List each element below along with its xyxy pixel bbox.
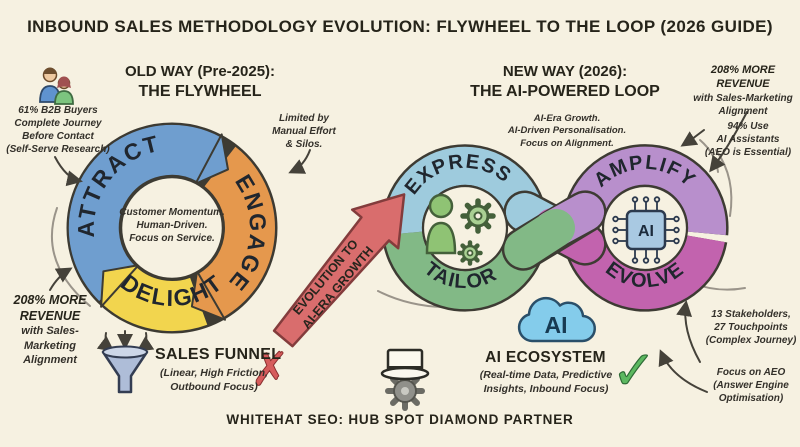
footer-text: WHITEHAT SEO: HUB SPOT DIAMOND PARTNER [226,412,574,427]
segment-evolve [566,234,725,310]
funnel-icon [101,345,149,394]
attract-chevron-icon [194,133,229,185]
engage-chevron-icon [190,270,226,321]
note-focus-aeo: Focus on AEO (Answer Engine Optimisation… [713,367,789,404]
ai-cloud-icon: AI [517,296,596,343]
flywheel-center-text: Customer Momentum. Human-Driven. Focus o… [119,207,225,244]
flywheel [66,122,278,334]
stat-revenue-left: 208% MORE REVENUE with Sales- Marketing … [13,293,87,366]
check-icon: ✓ [611,341,656,401]
ai-cloud-label: AI [545,312,568,338]
note-limited-by: Limited by Manual Effort & Silos. [272,113,336,150]
old-way-heading-line2: THE FLYWHEEL [138,82,262,100]
old-way-heading-line1: OLD WAY (Pre-2025): [124,63,276,80]
ai-loop [381,144,729,312]
cross-icon: ✗ [251,343,290,395]
segment-engage [197,146,275,318]
page-title: INBOUND SALES METHODOLOGY EVOLUTION: FLY… [27,17,773,36]
segment-tailor [384,230,542,310]
stat-stakeholders: 13 Stakeholders, 27 Touchpoints (Complex… [705,309,797,346]
tophat-gear-icon [380,348,430,411]
ai-ecosystem-label: AI ECOSYSTEM [485,349,606,366]
stat-b2b-buyers: 61% B2B Buyers Complete Journey Before C… [6,105,110,155]
segment-express [383,146,544,236]
delight-chevron-icon [100,264,140,308]
sales-funnel-sub: (Linear, High Friction, Outbound Focus) [160,367,268,393]
new-way-heading: NEW WAY (2026): THE AI-POWERED LOOP [445,63,685,102]
note-ai-era: AI-Era Growth. AI-Driven Personalisation… [507,113,627,149]
old-way-heading: OLD WAY (Pre-2025): THE FLYWHEEL [95,63,305,102]
stat-revenue-right: 208% MORE REVENUE with Sales-Marketing A… [693,64,793,117]
people-icon [39,67,74,105]
ai-ecosystem-sub: (Real-time Data, Predictive Insights, In… [479,369,613,395]
ai-chip-icon: AI [612,196,680,264]
person-gears-icon [425,193,496,266]
new-way-heading-line1: NEW WAY (2026): [502,63,628,80]
segment-amplify [566,146,727,236]
sales-funnel-label: SALES FUNNEL [155,346,282,363]
ai-chip-label: AI [638,223,654,240]
segment-attract [68,124,221,301]
segment-delight [103,266,208,332]
new-way-heading-line2: THE AI-POWERED LOOP [470,82,660,100]
stat-ai-assistants: 94% Use AI Assistants (AEO is Essential) [704,121,792,158]
